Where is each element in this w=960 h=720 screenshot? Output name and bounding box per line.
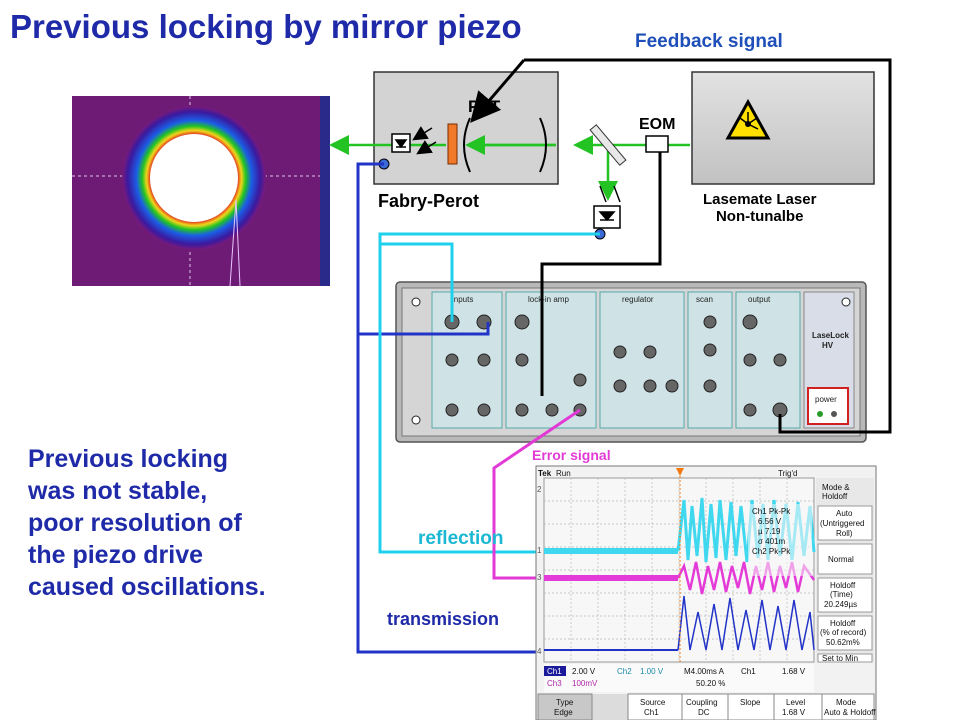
transmission-cable <box>356 162 540 654</box>
laselock-brand: LaseLock <box>812 331 849 340</box>
error-signal-label: Error signal <box>532 447 611 463</box>
scope-brand: Tek <box>538 469 552 478</box>
scope-ch2-label: Ch2 <box>617 667 632 676</box>
fp-mirror-right <box>539 117 547 173</box>
scope-marker-4: 4 <box>537 647 542 656</box>
eom-label: EOM <box>639 116 676 133</box>
laser-label: Lasemate Laser Non-tunalbe <box>703 191 816 225</box>
reflection-photodiode-icon <box>593 185 621 229</box>
laser-box <box>691 71 875 185</box>
scope-timebase: M4.00ms A <box>684 667 725 676</box>
laselock-power: power <box>815 395 837 404</box>
scope-menu-holdoff-pct-l3[interactable]: 50.62m% <box>826 638 860 647</box>
scope-btn-type-l2[interactable]: Edge <box>554 708 573 717</box>
scope-run-state: Run <box>556 469 571 478</box>
note-line-5: caused oscillations. <box>28 573 266 601</box>
laselock-section-inputs: inputs <box>452 295 473 304</box>
laselock-section-output: output <box>748 295 771 304</box>
scope-menu-holdoff-time-l1[interactable]: Holdoff <box>830 581 856 590</box>
pzt-label: PZT <box>468 97 501 116</box>
laser-label-line2: Non-tunalbe <box>715 208 804 225</box>
fp-photodiode-icon <box>391 126 437 155</box>
scope-btn-type-l1[interactable]: Type <box>556 698 574 707</box>
beam-profile-image <box>72 96 330 287</box>
scope-marker-1: 1 <box>537 546 542 555</box>
feedback-signal-label: Feedback signal <box>635 31 783 52</box>
feedback-cable <box>470 58 892 434</box>
slide-title: Previous locking by mirror piezo <box>10 8 522 45</box>
reflection-cable <box>378 232 600 554</box>
error-signal-cable <box>492 408 581 580</box>
note-line-1: Previous locking <box>28 445 229 473</box>
scope-ch2-scale: 1.00 V <box>640 667 664 676</box>
laselock-section-regulator: regulator <box>622 295 654 304</box>
note-line-3: poor resolution of <box>28 509 242 537</box>
transmission-label: transmission <box>387 609 500 629</box>
scope-menu-holdoff-pct-l2[interactable]: (% of record) <box>820 628 867 637</box>
laselock-section-lockin: lock-in amp <box>528 295 569 304</box>
scope-menu-set-min[interactable]: Set to Min <box>822 654 858 663</box>
scope-menu-holdoff-time-l3[interactable]: 20.249µs <box>824 600 857 609</box>
scope-measure-1: Ch1 Pk-Pk <box>752 507 791 516</box>
reflection-label: reflection <box>418 528 504 549</box>
oscilloscope-screen <box>535 465 877 720</box>
scope-marker-2: 2 <box>537 485 542 494</box>
scope-btn-level-l2[interactable]: 1.68 V <box>782 708 806 717</box>
scope-btn-level-l1[interactable]: Level <box>786 698 805 707</box>
scope-btn-coupling-l2[interactable]: DC <box>698 708 710 717</box>
scope-menu-title-l1: Mode & <box>822 483 850 492</box>
scope-ch3-scale: 100mV <box>572 679 598 688</box>
scope-btn-mode-l2[interactable]: Auto & Holdoff <box>824 708 876 717</box>
scope-menu-title-l2: Holdoff <box>822 492 848 501</box>
scope-menu-auto-l2[interactable]: (Untriggered <box>820 519 864 528</box>
scope-btn-mode-l1[interactable]: Mode <box>836 698 857 707</box>
scope-btn-source-l1[interactable]: Source <box>640 698 666 707</box>
scope-measure-2: 6.56 V <box>758 517 782 526</box>
conclusion-note: Previous locking was not stable, poor re… <box>28 443 266 603</box>
scope-measure-3: µ 7.19 <box>758 527 781 536</box>
scope-ch1-scale: 2.00 V <box>572 667 596 676</box>
scope-marker-3: 3 <box>537 573 542 582</box>
scope-position: 50.20 % <box>696 679 725 688</box>
laser-label-line1: Lasemate Laser <box>703 191 817 208</box>
fabry-perot-label: Fabry-Perot <box>378 191 480 211</box>
scope-ch1-label: Ch1 <box>547 667 562 676</box>
scope-menu-holdoff-time-l2[interactable]: (Time) <box>830 590 853 599</box>
scope-trigger-source: Ch1 <box>741 667 756 676</box>
laselock-section-scan: scan <box>696 295 713 304</box>
scope-menu-auto-l1[interactable]: Auto <box>836 509 853 518</box>
laselock-unit <box>395 281 867 443</box>
scope-btn-slope-l1[interactable]: Slope <box>740 698 761 707</box>
scope-trigger-level: 1.68 V <box>782 667 806 676</box>
eom-component <box>645 135 669 153</box>
scope-menu-normal[interactable]: Normal <box>828 555 854 564</box>
note-line-4: the piezo drive <box>28 541 204 569</box>
beam-splitter <box>589 124 627 166</box>
scope-btn-source-l2[interactable]: Ch1 <box>644 708 659 717</box>
scope-menu-holdoff-pct-l1[interactable]: Holdoff <box>830 619 856 628</box>
scope-measure-5: Ch2 Pk-Pk <box>752 547 791 556</box>
fp-mirror-left <box>463 117 471 173</box>
laselock-model: HV <box>822 341 834 350</box>
scope-measure-4: σ 401m <box>758 537 786 546</box>
pzt-actuator <box>447 123 458 165</box>
scope-btn-coupling-l1[interactable]: Coupling <box>686 698 718 707</box>
scope-trigger-state: Trig'd <box>778 469 797 478</box>
scope-ch3-label: Ch3 <box>547 679 562 688</box>
scope-menu-auto-l3[interactable]: Roll) <box>836 529 853 538</box>
note-line-2: was not stable, <box>28 477 208 505</box>
